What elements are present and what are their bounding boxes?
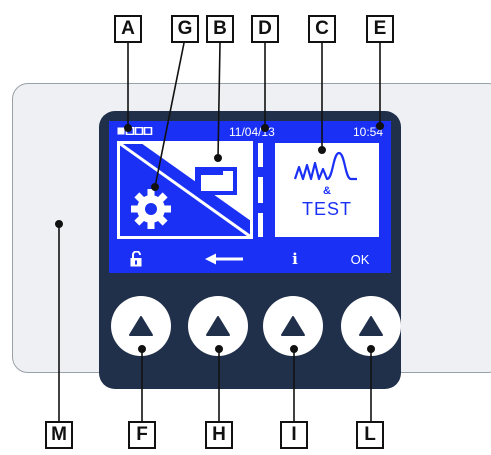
info-icon: i [292, 250, 298, 268]
callout-h: H [205, 421, 233, 449]
callout-i: I [280, 421, 308, 449]
measure-amp-label: & [323, 185, 331, 197]
arrow-up-icon [206, 316, 230, 336]
folder-icon [195, 167, 237, 195]
lcd-screen: 11/04/13 10:54 [109, 121, 391, 273]
hardware-button-i[interactable] [263, 296, 323, 356]
arrow-up-icon [359, 316, 383, 336]
gear-icon [131, 189, 171, 229]
callout-a: A [114, 15, 142, 43]
softkey-2-label [204, 245, 244, 273]
arrow-up-icon [129, 316, 153, 336]
time-display: 10:54 [353, 125, 384, 139]
hardware-button-l[interactable] [341, 296, 401, 356]
screen-divider [258, 143, 263, 237]
waveform-icon [293, 151, 357, 181]
softkey-row: i OK [109, 245, 391, 273]
callout-c: C [308, 15, 336, 43]
callout-d: D [251, 15, 279, 43]
arrow-left-icon [205, 253, 243, 265]
callout-f: F [128, 421, 156, 449]
softkey-3-label: i [285, 245, 305, 273]
settings-memory-button[interactable] [117, 141, 253, 239]
callout-e: E [366, 15, 394, 43]
callout-m: M [45, 421, 73, 449]
callout-b: B [206, 15, 234, 43]
callout-g: G [171, 15, 199, 43]
measure-test-button[interactable]: & TEST [273, 141, 381, 239]
softkey-4-label: OK [345, 245, 375, 273]
arrow-up-icon [281, 316, 305, 336]
callout-l: L [356, 421, 384, 449]
unlock-icon [130, 251, 142, 267]
softkey-1-label [125, 245, 147, 273]
test-label: TEST [301, 199, 352, 219]
ok-label: OK [350, 251, 370, 267]
